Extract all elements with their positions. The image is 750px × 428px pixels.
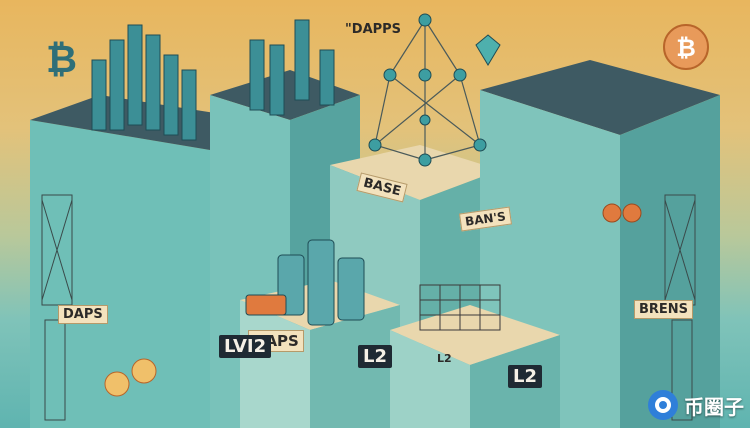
label-l2-center: L2	[358, 345, 392, 368]
coin-stacks	[245, 239, 365, 326]
diamond-icon	[475, 34, 501, 66]
label-l2-small: L2	[437, 352, 452, 365]
server-towers	[91, 19, 335, 141]
lattice-tower-left	[41, 194, 73, 421]
svg-text:₿: ₿	[676, 34, 696, 62]
bitcoin-coin-lower-left	[104, 358, 157, 397]
svg-text:₿: ₿	[46, 37, 77, 81]
bitcoin-coin-top-right: ₿	[663, 24, 709, 70]
network-nodes	[368, 13, 487, 167]
label-lv12: LVI2	[219, 335, 272, 358]
watermark: 币圈子	[646, 388, 744, 422]
watermark-logo-icon	[648, 390, 678, 420]
pillar-right	[480, 60, 720, 428]
watermark-text: 币圈子	[684, 394, 744, 419]
label-daps-left: DAPS	[58, 305, 108, 324]
label-dapps-top: "DAPPS	[345, 22, 402, 37]
network-graph	[374, 19, 481, 161]
bitcoin-icon-top-left: ₿	[46, 37, 77, 81]
wire-fence	[419, 284, 501, 331]
bitcoin-coin-right	[602, 203, 642, 223]
label-brens: BRENS	[634, 300, 694, 319]
label-l2-right: L2	[508, 365, 542, 388]
